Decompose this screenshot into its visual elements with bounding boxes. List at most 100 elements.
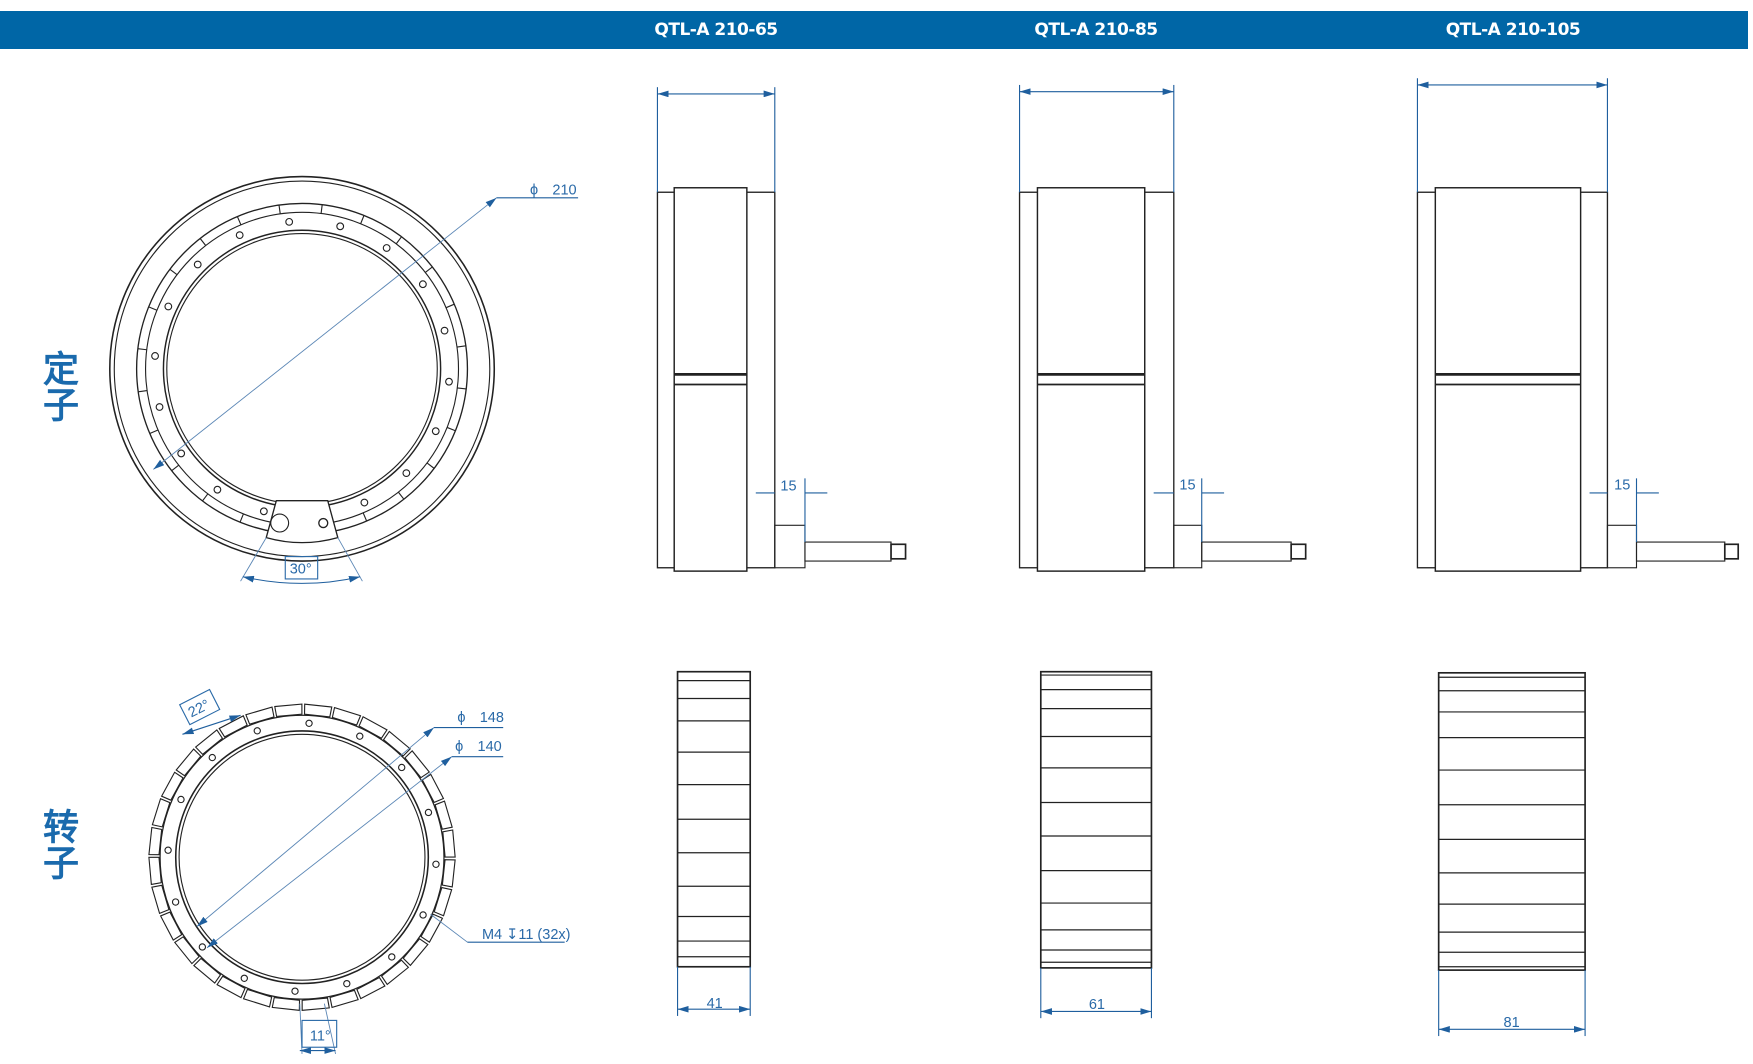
stator-side-core bbox=[673, 187, 748, 572]
stator-cable bbox=[1635, 541, 1726, 562]
stator-segment-divider bbox=[148, 306, 158, 311]
stator-cable-bracket bbox=[1173, 524, 1203, 569]
stator-segment-divider bbox=[202, 493, 209, 502]
rotor-magnet-segment bbox=[151, 884, 170, 915]
stator-mounting-hole bbox=[445, 377, 453, 386]
rotor-magnet-segment bbox=[331, 706, 362, 726]
rotor-magnet-segment bbox=[245, 706, 275, 725]
stator-mounting-hole bbox=[155, 403, 164, 411]
stator-segment-divider bbox=[456, 345, 466, 348]
stator-mounting-hole bbox=[177, 449, 186, 458]
stator-segment-divider bbox=[360, 215, 365, 224]
rotor-mounting-hole bbox=[424, 808, 433, 817]
stator-segment-divider bbox=[278, 204, 281, 214]
rotor-magnet-segment bbox=[433, 886, 453, 917]
stator-mounting-hole bbox=[235, 231, 244, 240]
stator-segment-divider bbox=[171, 464, 180, 472]
stator-mounting-hole bbox=[151, 352, 159, 360]
rotor-magnet-segment bbox=[173, 936, 200, 965]
rotor-thread-leader bbox=[430, 913, 468, 943]
stator-bore bbox=[162, 229, 442, 509]
rotor-side-body bbox=[1437, 671, 1586, 971]
rotor-outer-diameter-value: 148 bbox=[480, 710, 504, 726]
rotor-magnet-segment bbox=[193, 957, 222, 984]
stator-cable bbox=[804, 541, 892, 562]
stator-segment-divider bbox=[199, 238, 207, 246]
rotor-magnet-segment bbox=[301, 997, 330, 1011]
rotor-magnet-segment bbox=[216, 975, 246, 999]
rotor-magnet-segment bbox=[151, 798, 171, 828]
stator-segment-divider bbox=[362, 512, 368, 522]
stator-mounting-hole bbox=[336, 222, 345, 231]
rotor-inner-diameter-symbol: ϕ bbox=[455, 739, 463, 755]
rotor-magnet-segment bbox=[148, 826, 163, 856]
stator-diameter-symbol: ϕ bbox=[530, 182, 538, 198]
stator-cable-offset-105: 15 bbox=[1614, 478, 1630, 494]
stator-angle-value: 30° bbox=[290, 561, 312, 577]
stator-ring-outer bbox=[135, 202, 469, 535]
stator-diameter-value: 210 bbox=[552, 182, 576, 198]
rotor-mounting-hole bbox=[208, 753, 216, 762]
rotor-inner-diameter-line bbox=[206, 756, 453, 949]
stator-bore-inner bbox=[166, 233, 438, 505]
rotor-front-view bbox=[148, 703, 565, 1055]
stator-cable-bracket bbox=[774, 524, 806, 569]
rotor-outer-diameter-symbol: ϕ bbox=[457, 710, 465, 726]
rotor-magnet-segment bbox=[274, 703, 303, 718]
rotor-mounting-hole bbox=[164, 846, 172, 854]
stator-mounting-hole bbox=[360, 498, 369, 507]
stator-cable-bracket bbox=[1606, 524, 1638, 569]
rotor-width-81: 81 bbox=[1503, 1015, 1519, 1031]
rotor-mounting-hole bbox=[419, 911, 427, 919]
rotor-magnet-segment bbox=[242, 988, 273, 1008]
stator-cable-connector bbox=[1723, 543, 1740, 560]
stator-segment-divider bbox=[169, 268, 178, 276]
stator-segment-divider bbox=[149, 429, 159, 434]
rotor-magnet-segment bbox=[303, 703, 333, 718]
stator-segment-divider bbox=[457, 387, 467, 390]
rotor-mounting-hole bbox=[291, 987, 299, 995]
model-title-105: QTL-A 210-105 bbox=[1445, 20, 1581, 40]
stator-cable-connector bbox=[890, 543, 907, 560]
stator-mounting-hole bbox=[402, 469, 411, 478]
rotor-inner-ring bbox=[159, 714, 445, 1000]
stator-mounting-hole bbox=[431, 427, 440, 436]
stator-diameter-line bbox=[153, 197, 497, 470]
rotor-width-61: 61 bbox=[1089, 997, 1105, 1013]
rotor-magnet-segment bbox=[175, 748, 202, 777]
rotor-mounting-hole bbox=[171, 898, 180, 906]
stator-segment-divider bbox=[426, 462, 435, 469]
rotor-magnet-segment bbox=[441, 859, 456, 888]
stator-mounting-hole bbox=[440, 326, 449, 335]
stator-side-views bbox=[656, 78, 1740, 572]
stator-cable-offset-85: 15 bbox=[1179, 478, 1195, 494]
stator-segment-divider bbox=[239, 513, 244, 523]
stator-mounting-hole bbox=[285, 217, 294, 226]
rotor-magnet-segment bbox=[380, 959, 410, 986]
model-title-85: QTL-A 210-85 bbox=[1034, 20, 1158, 40]
stator-side-core bbox=[1434, 187, 1582, 572]
rotor-mounting-hole bbox=[432, 860, 440, 868]
stator-mounting-hole bbox=[193, 260, 202, 269]
rotor-mounting-hole bbox=[198, 943, 207, 951]
rotor-mounting-hole bbox=[305, 719, 313, 727]
rotor-magnet-segment bbox=[159, 911, 183, 941]
stator-cable-offset-65: 15 bbox=[780, 479, 796, 495]
stator-mounting-hole bbox=[382, 244, 391, 252]
rotor-angle-top-box bbox=[178, 688, 221, 726]
rotor-bore bbox=[174, 730, 430, 985]
rotor-angle-top-dim bbox=[182, 714, 241, 735]
rotor-bore-inner bbox=[178, 733, 426, 981]
rotor-mounting-hole bbox=[240, 974, 248, 982]
rotor-side-views bbox=[676, 670, 1586, 1037]
rotor-angle-bottom-ext bbox=[323, 1003, 336, 1055]
stator-mounting-hole bbox=[164, 302, 173, 311]
rotor-mounting-hole bbox=[253, 727, 261, 735]
stator-mounting-hole bbox=[259, 507, 268, 516]
stator-segment-divider bbox=[424, 266, 433, 273]
stator-angle-arc bbox=[242, 575, 361, 584]
stator-segment-divider bbox=[446, 426, 456, 432]
stator-segment-divider bbox=[138, 390, 148, 393]
header-bar: QTL-A 210-65 QTL-A 210-85 QTL-A 210-105 bbox=[0, 11, 1748, 49]
